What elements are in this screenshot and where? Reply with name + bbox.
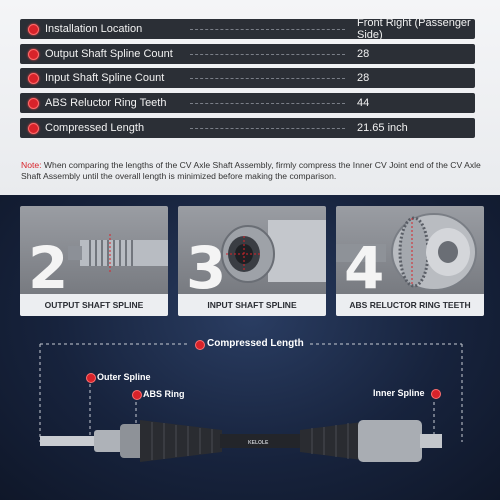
spec-label: Compressed Length bbox=[45, 122, 145, 134]
axle-diagram: KELOLE bbox=[39, 343, 463, 462]
dashed-leader bbox=[190, 78, 345, 79]
spec-value: 44 bbox=[357, 97, 370, 109]
abs-ring-marker bbox=[132, 390, 142, 400]
bullet-icon bbox=[28, 122, 39, 134]
compressed-length-marker bbox=[195, 340, 205, 350]
outer-spline-marker bbox=[86, 373, 96, 383]
bullet-icon bbox=[28, 23, 39, 35]
spec-label: Installation Location bbox=[45, 23, 143, 35]
panel-caption: INPUT SHAFT SPLINE bbox=[178, 294, 326, 316]
spec-label: Input Shaft Spline Count bbox=[45, 72, 165, 84]
bullet-icon bbox=[28, 97, 39, 109]
bullet-icon bbox=[28, 48, 39, 60]
bullet-icon bbox=[28, 72, 39, 84]
panel-number: 4 bbox=[344, 234, 384, 302]
spec-row-abs-reluctor-teeth: ABS Reluctor Ring Teeth 44 bbox=[20, 93, 475, 113]
panel-caption: ABS RELUCTOR RING TEETH bbox=[336, 294, 484, 316]
panel-caption: OUTPUT SHAFT SPLINE bbox=[20, 294, 168, 316]
spec-row-installation-location: Installation Location Front Right (Passe… bbox=[20, 17, 475, 41]
panel-abs-reluctor-ring: 4 ABS RELUCTOR RING TEETH bbox=[336, 206, 484, 316]
dashed-leader bbox=[190, 103, 345, 104]
input-shaft-image bbox=[221, 220, 326, 283]
dashed-leader bbox=[190, 54, 345, 55]
spec-row-output-spline-count: Output Shaft Spline Count 28 bbox=[20, 44, 475, 64]
dashed-leader bbox=[190, 128, 345, 129]
abs-ring-image bbox=[336, 213, 477, 291]
panel-number: 3 bbox=[186, 234, 226, 302]
output-shaft-image bbox=[68, 234, 168, 272]
note-text: When comparing the lengths of the CV Axl… bbox=[21, 160, 481, 181]
spec-value: Front Right (Passenger Side) bbox=[357, 17, 471, 41]
brand-label: KELOLE bbox=[248, 440, 269, 446]
spec-label: ABS Reluctor Ring Teeth bbox=[45, 97, 167, 109]
spec-row-compressed-length: Compressed Length 21.65 inch bbox=[20, 118, 475, 138]
spec-label: Output Shaft Spline Count bbox=[45, 48, 173, 60]
spec-value: 28 bbox=[357, 72, 370, 84]
panel-input-shaft-spline: 3 INPUT SHAFT SPLINE bbox=[178, 206, 326, 316]
spec-row-input-spline-count: Input Shaft Spline Count 28 bbox=[20, 68, 475, 88]
panel-output-shaft-spline: 2 OUTPUT SHAFT SPLINE bbox=[20, 206, 168, 316]
spec-value: 28 bbox=[357, 48, 370, 60]
note-prefix: Note: bbox=[21, 160, 42, 170]
outer-spline-label: Outer Spline bbox=[97, 372, 151, 382]
abs-ring-label: ABS Ring bbox=[143, 389, 185, 399]
panel-number: 2 bbox=[28, 234, 68, 302]
comparison-note: Note: When comparing the lengths of the … bbox=[21, 160, 481, 182]
inner-spline-marker bbox=[431, 389, 441, 399]
compressed-length-label: Compressed Length bbox=[207, 338, 304, 349]
dashed-leader bbox=[190, 29, 345, 30]
inner-spline-label: Inner Spline bbox=[373, 388, 425, 398]
spec-value: 21.65 inch bbox=[357, 122, 408, 134]
